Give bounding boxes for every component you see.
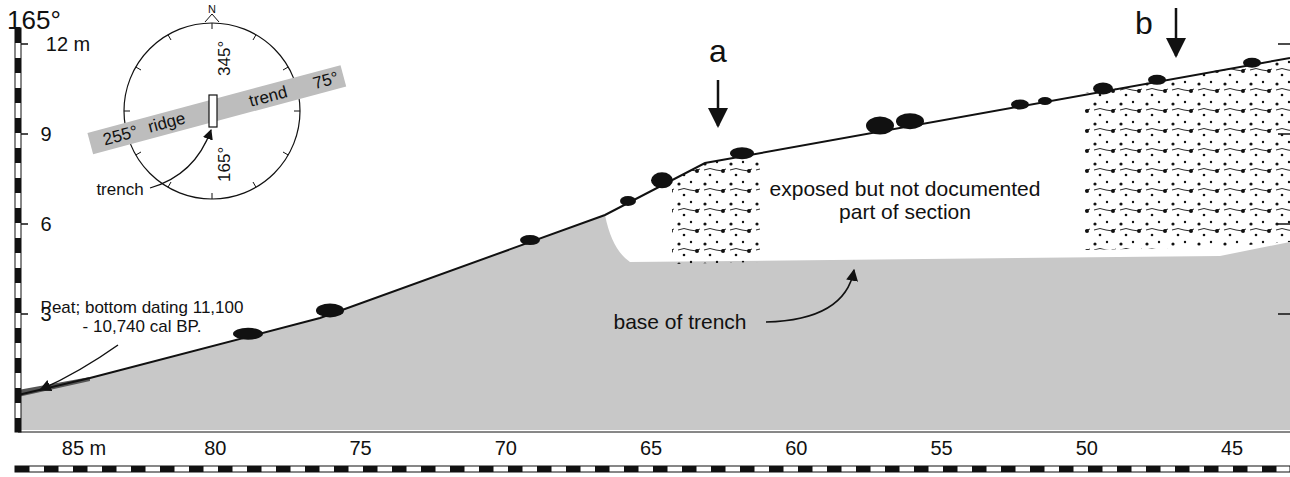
section-marker: b bbox=[1135, 6, 1153, 41]
compass-tick bbox=[136, 152, 141, 155]
axis-label: 50 bbox=[1076, 437, 1098, 459]
boulder bbox=[233, 328, 263, 340]
note: Peat; bottom dating 11,100 - 10,740 cal … bbox=[40, 299, 245, 336]
peat-leader bbox=[40, 345, 118, 390]
compass-tick bbox=[124, 111, 130, 112]
compass-label: N bbox=[208, 3, 216, 15]
compass-tick bbox=[253, 182, 256, 187]
trench-base-leader bbox=[766, 270, 854, 322]
compass-tick bbox=[283, 67, 288, 70]
compass-label: trench bbox=[96, 181, 143, 200]
compass-tick bbox=[212, 23, 213, 29]
arrow-b bbox=[1175, 8, 1178, 56]
boulder bbox=[520, 235, 540, 245]
boulder bbox=[896, 113, 924, 129]
ground-surface bbox=[18, 58, 1290, 395]
axis-label: 12 m bbox=[46, 33, 90, 55]
boulders bbox=[233, 58, 1261, 340]
axis-label: 70 bbox=[495, 437, 517, 459]
compass-label: 75° bbox=[311, 69, 341, 94]
compass-tick bbox=[168, 182, 171, 187]
compass-tick bbox=[136, 67, 141, 70]
arrow-a bbox=[717, 80, 720, 126]
boulder bbox=[730, 147, 754, 159]
axis-label: 6 bbox=[40, 213, 51, 235]
bottom-axis-dash bbox=[15, 466, 1290, 472]
axis-label: 45 bbox=[1221, 437, 1243, 459]
boulder bbox=[1148, 75, 1166, 85]
compass-tick bbox=[294, 111, 300, 112]
section-marker: a bbox=[709, 34, 727, 69]
axis-label: 55 bbox=[930, 437, 952, 459]
boulder bbox=[866, 117, 894, 135]
axis-label: 65 bbox=[640, 437, 662, 459]
note: exposed but not documented part of secti… bbox=[765, 177, 1045, 223]
compass-tick bbox=[283, 152, 288, 155]
axis-label: 9 bbox=[40, 123, 51, 145]
axis-ticks bbox=[18, 44, 1290, 432]
left-axis bbox=[15, 28, 21, 432]
boulder bbox=[1038, 97, 1052, 105]
axis-label: 60 bbox=[785, 437, 807, 459]
boulder bbox=[316, 303, 344, 317]
compass-tick bbox=[212, 193, 213, 199]
compass-label: 165° bbox=[217, 146, 236, 181]
axis-label: 75 bbox=[349, 437, 371, 459]
axis-label: 80 bbox=[204, 437, 226, 459]
boulder bbox=[1011, 99, 1029, 109]
compass-tick bbox=[168, 35, 171, 40]
bottom-axis bbox=[15, 466, 1290, 472]
note: base of trench bbox=[613, 310, 746, 333]
gravel-section-a bbox=[672, 153, 760, 264]
boulder bbox=[620, 196, 636, 206]
figure-orientation: 165° bbox=[7, 6, 61, 35]
boulder bbox=[651, 172, 673, 188]
left-axis-dash bbox=[15, 28, 21, 432]
gravel-section-b bbox=[1085, 58, 1290, 250]
boulder bbox=[1243, 58, 1261, 68]
compass-tick bbox=[253, 35, 256, 40]
axis-label: 85 m bbox=[62, 437, 106, 459]
compass bbox=[87, 14, 346, 199]
boulder bbox=[1093, 83, 1113, 95]
compass-label: 345° bbox=[217, 40, 236, 75]
